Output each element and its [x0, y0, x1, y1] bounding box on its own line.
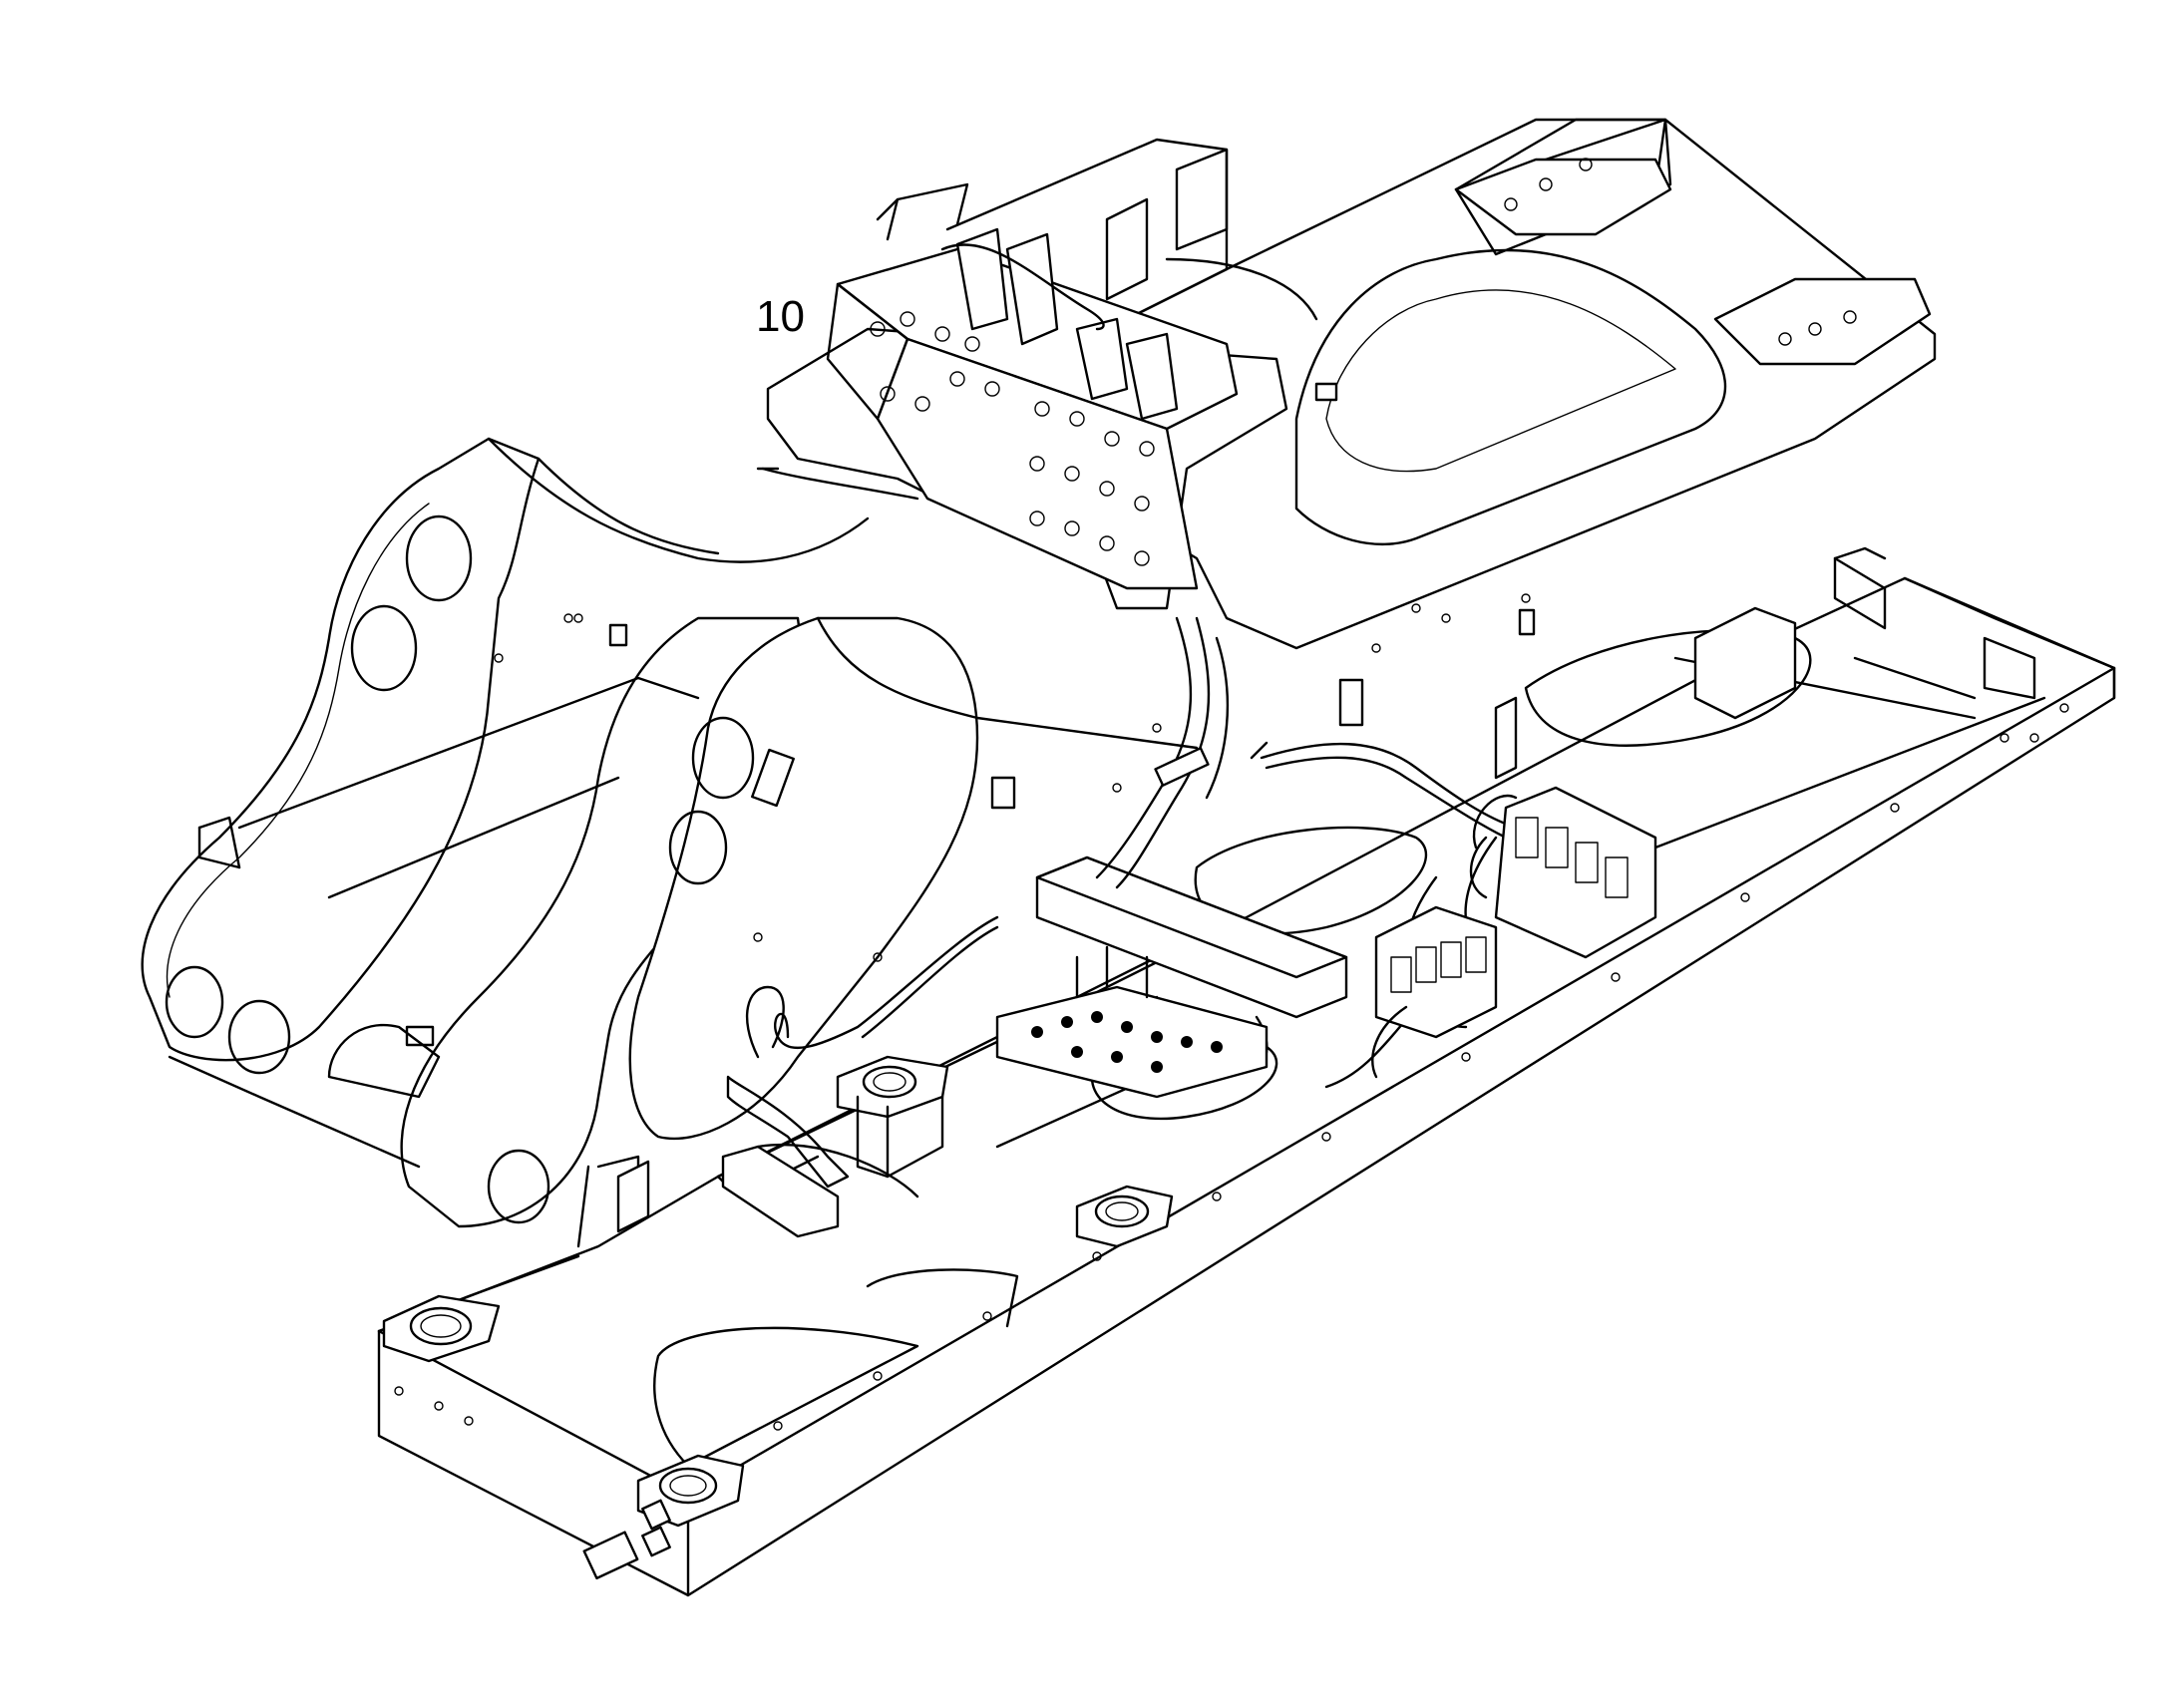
corner-mount-pads: [382, 1055, 1174, 1580]
fastener-holes: [394, 382, 2069, 1431]
front-lower-frame: [168, 676, 700, 1169]
solenoid-valve-bank: [1371, 786, 1657, 1079]
rear-upper-frame: [945, 118, 1937, 650]
callout-label-10: 10: [756, 292, 805, 341]
boom-support-left-plate: [141, 437, 870, 1062]
boom-support-right-plate: [227, 616, 1199, 1228]
control-valve-assembly: [756, 182, 1288, 610]
manifold-fittings: [995, 945, 1269, 1099]
cross-members: [616, 606, 1797, 1238]
